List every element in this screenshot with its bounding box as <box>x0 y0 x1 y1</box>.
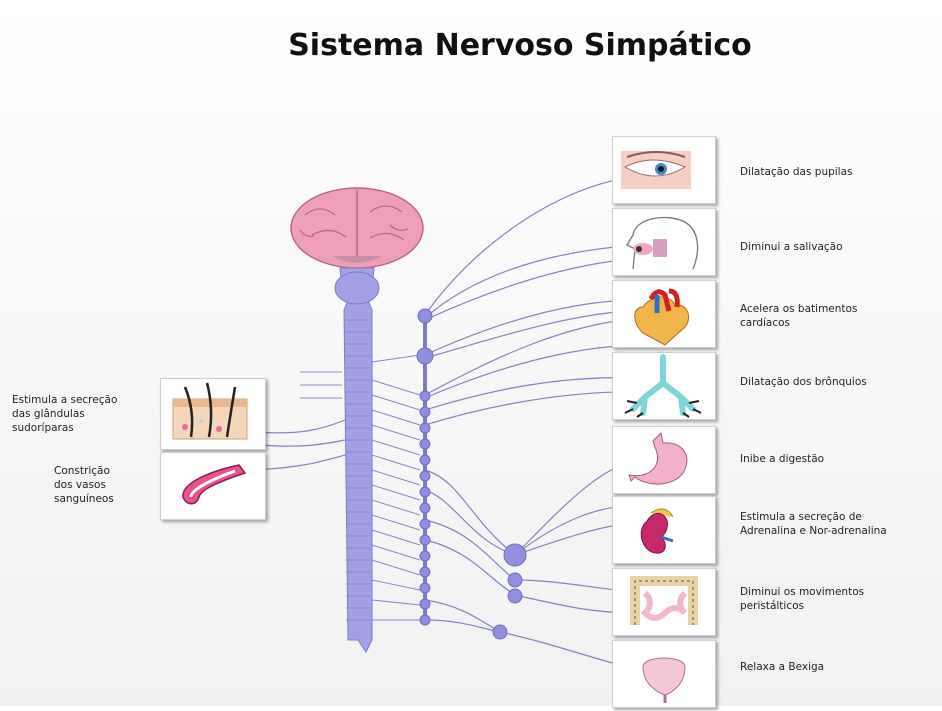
adrenal-kidney-panel <box>612 496 716 564</box>
adrenal-kidney-icon <box>613 497 715 563</box>
label-diminui-salivacao: Diminui a salivação <box>740 240 843 254</box>
blood-vessel-panel <box>160 452 266 520</box>
skin-glands-icon <box>161 379 265 449</box>
bladder-icon <box>613 641 715 707</box>
label-inibe-digestao: Inibe a digestão <box>740 452 824 466</box>
label-constricao-vasos: Constrição dos vasos sanguíneos <box>54 464 114 506</box>
label-secrecao-adrenalina: Estimula a secreção de Adrenalina e Nor-… <box>740 510 887 538</box>
label-dilatacao-bronquios: Dilatação dos brônquios <box>740 375 867 389</box>
eye-icon <box>613 137 715 203</box>
heart-icon <box>613 281 715 347</box>
heart-panel <box>612 280 716 348</box>
bronchi-panel <box>612 352 716 420</box>
blood-vessel-icon <box>161 453 265 519</box>
bladder-panel <box>612 640 716 708</box>
brain-icon <box>291 188 423 268</box>
head-profile-panel <box>612 208 716 276</box>
label-relaxa-bexiga: Relaxa a Bexiga <box>740 660 824 674</box>
label-movimentos-peristalticos: Diminui os movimentos peristálticos <box>740 585 864 613</box>
label-dilatacao-pupilas: Dilatação das pupilas <box>740 165 853 179</box>
label-glandulas-sudoriparas: Estimula a secreção das glândulas sudorí… <box>12 393 117 435</box>
label-acelera-batimentos: Acelera os batimentos cardíacos <box>740 302 857 330</box>
spinal-cord <box>335 268 379 652</box>
stomach-icon <box>613 427 715 493</box>
intestine-icon <box>613 569 715 635</box>
intestine-panel <box>612 568 716 636</box>
eye-panel <box>612 136 716 204</box>
skin-glands-panel <box>160 378 266 450</box>
sympathetic-ganglion-chain <box>417 309 526 639</box>
bronchi-icon <box>613 353 715 419</box>
stomach-panel <box>612 426 716 494</box>
head-profile-icon <box>613 209 715 275</box>
